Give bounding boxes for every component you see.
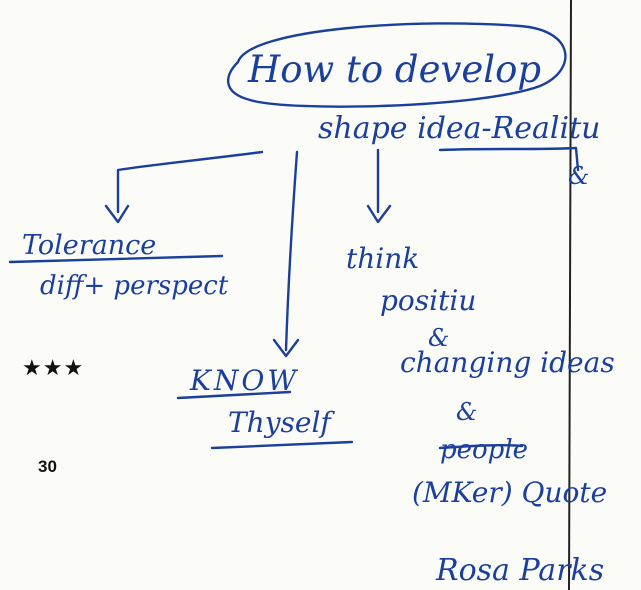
branch-think: think <box>346 242 419 275</box>
ampersand-1: & <box>428 324 449 352</box>
arrow-to-tolerance <box>116 150 264 214</box>
rosa-parks: Rosa Parks <box>435 553 604 588</box>
arrow-to-know <box>284 150 299 352</box>
rating-stars: ★★★ <box>22 356 85 381</box>
note-title-line2: shape idea-Realitu <box>318 111 600 146</box>
underline-know <box>176 390 292 400</box>
title-oval <box>226 22 567 108</box>
branch-know-sub: Thyself <box>228 406 335 439</box>
branch-tolerance-sub: diff+ perspect <box>40 271 229 301</box>
arrowhead-tolerance <box>104 204 130 224</box>
ampersand-right: & <box>568 162 589 190</box>
arrowhead-know <box>272 338 300 358</box>
note-title-line1: How to develop <box>247 48 541 91</box>
quote: (MKer) Quote <box>412 476 607 509</box>
underline-tolerance <box>8 254 224 264</box>
arrowhead-think <box>366 204 392 224</box>
people-strike <box>438 443 524 450</box>
underline-thyself <box>210 440 354 450</box>
page-margin-line <box>568 0 572 590</box>
ampersand-2: & <box>456 398 477 426</box>
changing-ideas: changing ideas <box>400 346 615 379</box>
page-number: 30 <box>38 457 57 476</box>
people: people <box>440 435 528 465</box>
arrow-right-branch <box>438 146 580 172</box>
branch-think-sub: positiu <box>380 284 476 317</box>
branch-know: KNOW <box>189 364 299 397</box>
branch-tolerance: Tolerance <box>22 230 156 261</box>
